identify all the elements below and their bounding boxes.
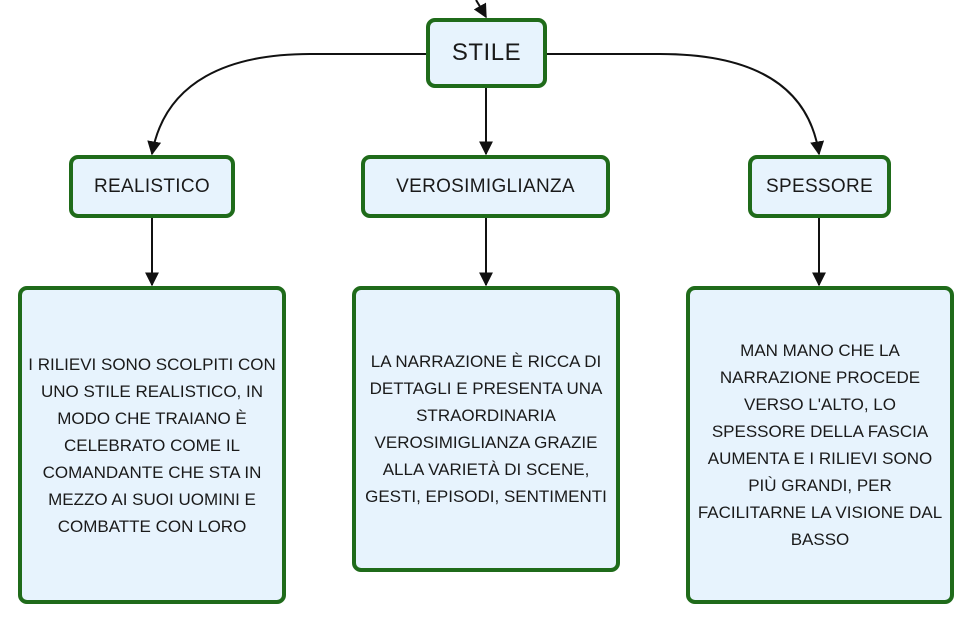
body-node-text: MAN MANO CHE LA NARRAZIONE PROCEDE VERSO… (697, 341, 943, 549)
head-node-verosimiglianza[interactable]: VEROSIMIGLIANZA (361, 155, 610, 218)
head-node-spessore[interactable]: SPESSORE (748, 155, 891, 218)
body-node-text: LA NARRAZIONE È RICCA DI DETTAGLI E PRES… (365, 352, 607, 506)
arrow-root-to-realistico (147, 53, 428, 156)
body-node-realistico[interactable]: I RILIEVI SONO SCOLPITI CON UNO STILE RE… (18, 286, 286, 604)
incoming-arrow (473, 0, 487, 19)
head-node-label: REALISTICO (94, 175, 210, 197)
arrow-root-to-spessore (545, 53, 825, 156)
root-node-stile[interactable]: STILE (426, 18, 547, 88)
body-node-verosimiglianza[interactable]: LA NARRAZIONE È RICCA DI DETTAGLI E PRES… (352, 286, 620, 572)
head-node-realistico[interactable]: REALISTICO (69, 155, 235, 218)
body-node-text: I RILIEVI SONO SCOLPITI CON UNO STILE RE… (28, 354, 276, 536)
head-node-label: VEROSIMIGLIANZA (396, 175, 575, 197)
root-node-label: STILE (451, 39, 522, 66)
body-node-spessore[interactable]: MAN MANO CHE LA NARRAZIONE PROCEDE VERSO… (686, 286, 954, 604)
head-node-label: SPESSORE (766, 175, 873, 197)
